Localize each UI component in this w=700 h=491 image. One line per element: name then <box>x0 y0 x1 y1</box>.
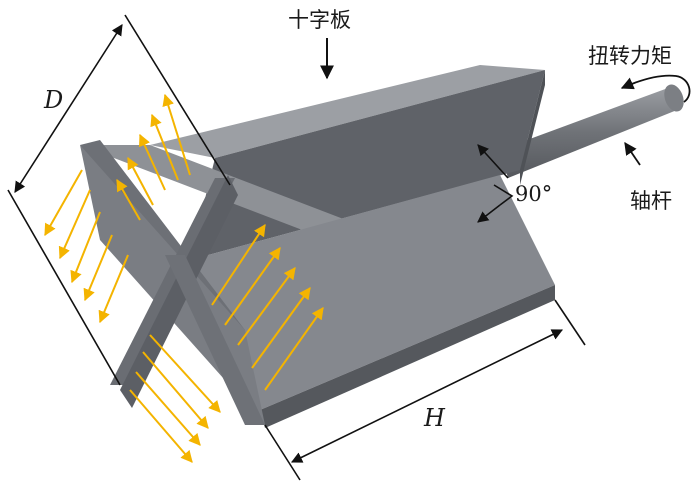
pointer-shaft <box>624 141 641 166</box>
cross-plate-label: 十字板 <box>288 8 351 32</box>
torque-label: 扭转力矩 <box>588 44 672 68</box>
dimension-d <box>7 14 231 386</box>
angle-indicator <box>477 144 514 223</box>
shaft-label: 轴杆 <box>630 189 672 213</box>
angle-label: 90° <box>515 182 553 206</box>
torque-arrow <box>620 74 691 103</box>
cross-front-face <box>80 140 265 425</box>
diameter-label: D <box>44 86 64 114</box>
dimension-h <box>264 299 586 481</box>
shaft <box>500 84 684 178</box>
force-arrows <box>44 93 324 463</box>
height-label: H <box>424 404 445 432</box>
